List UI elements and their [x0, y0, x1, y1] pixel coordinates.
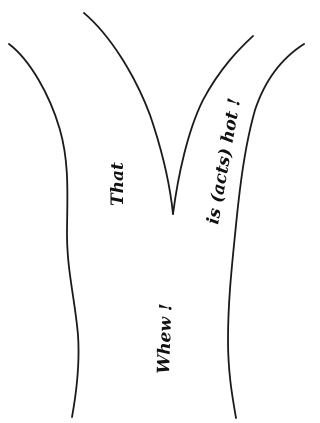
trunk-label: Whew ! — [154, 303, 176, 374]
left-branch-label: That — [108, 162, 128, 206]
left-inner-edge — [84, 13, 173, 214]
left-outer-edge — [9, 44, 79, 417]
